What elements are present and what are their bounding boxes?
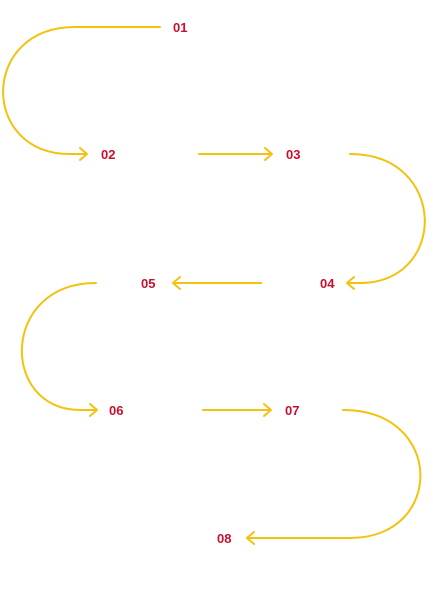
step-label-02: 02 bbox=[101, 147, 115, 162]
connector-04-05 bbox=[172, 276, 262, 290]
connector-01-02 bbox=[2, 26, 161, 161]
connector-03-04-path bbox=[347, 153, 426, 284]
arrowhead-icon bbox=[246, 531, 255, 545]
connector-05-06-path bbox=[21, 282, 97, 411]
arrowhead-icon bbox=[264, 147, 273, 161]
step-label-01: 01 bbox=[173, 20, 187, 35]
connector-01-02-path bbox=[2, 26, 161, 155]
step-label-08: 08 bbox=[217, 531, 231, 546]
connector-02-03 bbox=[198, 147, 273, 161]
step-label-05: 05 bbox=[141, 276, 155, 291]
connector-07-08-path bbox=[247, 409, 422, 539]
connector-03-04 bbox=[346, 153, 426, 290]
step-label-07: 07 bbox=[285, 403, 299, 418]
arrowhead-icon bbox=[263, 403, 272, 417]
step-label-04: 04 bbox=[320, 276, 335, 291]
arrowhead-icon bbox=[172, 276, 181, 290]
arrowhead-icon bbox=[89, 403, 98, 417]
connector-05-06 bbox=[21, 282, 98, 417]
connector-07-08 bbox=[246, 409, 422, 545]
connector-06-07 bbox=[202, 403, 272, 417]
step-label-06: 06 bbox=[109, 403, 123, 418]
step-label-03: 03 bbox=[286, 147, 300, 162]
arrowhead-icon bbox=[346, 276, 355, 290]
arrowhead-icon bbox=[79, 147, 88, 161]
